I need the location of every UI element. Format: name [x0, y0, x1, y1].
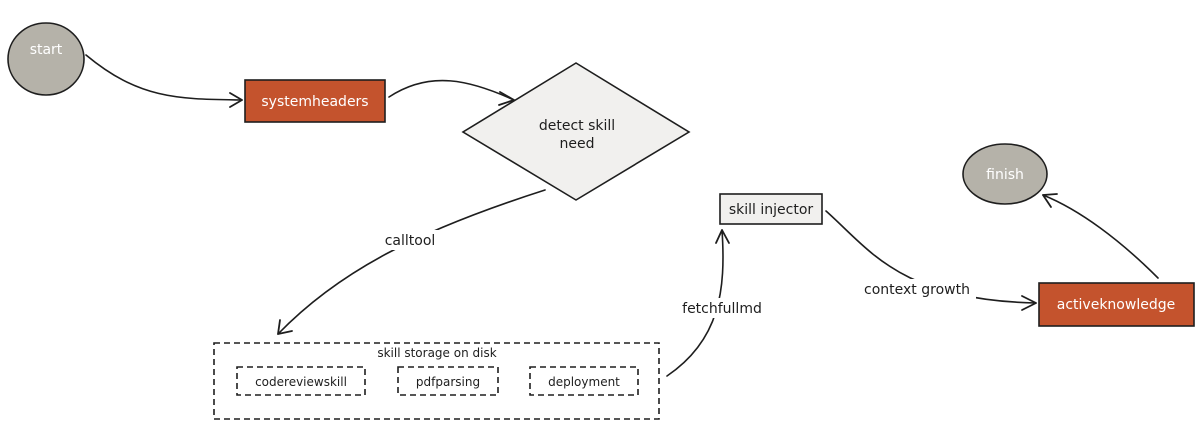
skill-storage-container	[213, 342, 660, 420]
skill-injector-node: skill injector	[719, 193, 823, 225]
detect-skill-need-label-2: need	[560, 136, 595, 152]
finish-label: finish	[986, 167, 1024, 183]
active-knowledge-label: activeknowledge	[1057, 297, 1175, 313]
edge-injector-to-activeknowledge: context growth	[825, 210, 1037, 311]
system-headers-node: systemheaders	[244, 79, 386, 123]
edge-injector-to-activeknowledge-arrowhead	[1021, 295, 1037, 311]
edge-systemheaders-to-detect-arrowhead	[498, 91, 515, 106]
edge-detect-to-storage-line	[277, 189, 546, 335]
active-knowledge-node: activeknowledge	[1038, 282, 1195, 327]
finish-node: finish	[962, 143, 1048, 205]
edge-storage-to-injector-arrowhead	[715, 229, 730, 244]
fetchfullmd-label: fetchfullmd	[682, 301, 762, 317]
edge-storage-to-injector: fetchfullmd	[666, 229, 764, 377]
detect-skill-need-shape	[461, 62, 691, 201]
detect-skill-need-label-1: detect skill	[539, 118, 615, 134]
fetchfullmd-label-bg	[680, 298, 764, 318]
skill-item-pdfparsing: pdfparsing	[416, 375, 480, 389]
skill-item-box-3	[529, 366, 639, 396]
skill-item-deployment: deployment	[548, 375, 620, 389]
skill-item-box-2	[397, 366, 499, 396]
start-label: start	[30, 42, 63, 58]
edge-detect-to-storage: calltool	[277, 189, 546, 335]
edge-detect-to-storage-arrowhead	[277, 319, 293, 335]
edge-activeknowledge-to-finish	[1042, 193, 1159, 279]
skill-item-box-1	[236, 366, 366, 396]
system-headers-shape	[244, 79, 386, 123]
calltool-label-bg	[380, 230, 440, 250]
edge-systemheaders-to-detect-line	[388, 79, 515, 101]
skill-storage-group: skill storage on disk codereviewskill pd…	[213, 342, 660, 420]
edge-injector-to-activeknowledge-line	[825, 210, 1037, 304]
skill-item-codereview: codereviewskill	[255, 375, 347, 389]
edge-start-to-systemheaders-line	[85, 54, 243, 101]
context-growth-label-bg	[858, 279, 976, 299]
active-knowledge-shape	[1038, 282, 1195, 327]
start-node-shape	[7, 22, 85, 96]
skill-injector-label: skill injector	[729, 202, 814, 218]
calltool-label: calltool	[385, 233, 436, 249]
finish-node-shape	[962, 143, 1048, 205]
edge-systemheaders-to-detect	[388, 79, 515, 106]
edge-activeknowledge-to-finish-line	[1042, 194, 1159, 279]
skill-storage-title: skill storage on disk	[377, 346, 496, 360]
edge-start-to-systemheaders-arrowhead	[229, 92, 243, 108]
system-headers-label: systemheaders	[261, 94, 368, 110]
skill-injector-shape	[719, 193, 823, 225]
edge-activeknowledge-to-finish-arrowhead	[1042, 193, 1058, 208]
context-growth-label: context growth	[864, 282, 970, 298]
detect-skill-need-node: detect skill need	[461, 62, 691, 201]
start-node: start	[7, 22, 85, 96]
edge-start-to-systemheaders	[85, 54, 243, 108]
